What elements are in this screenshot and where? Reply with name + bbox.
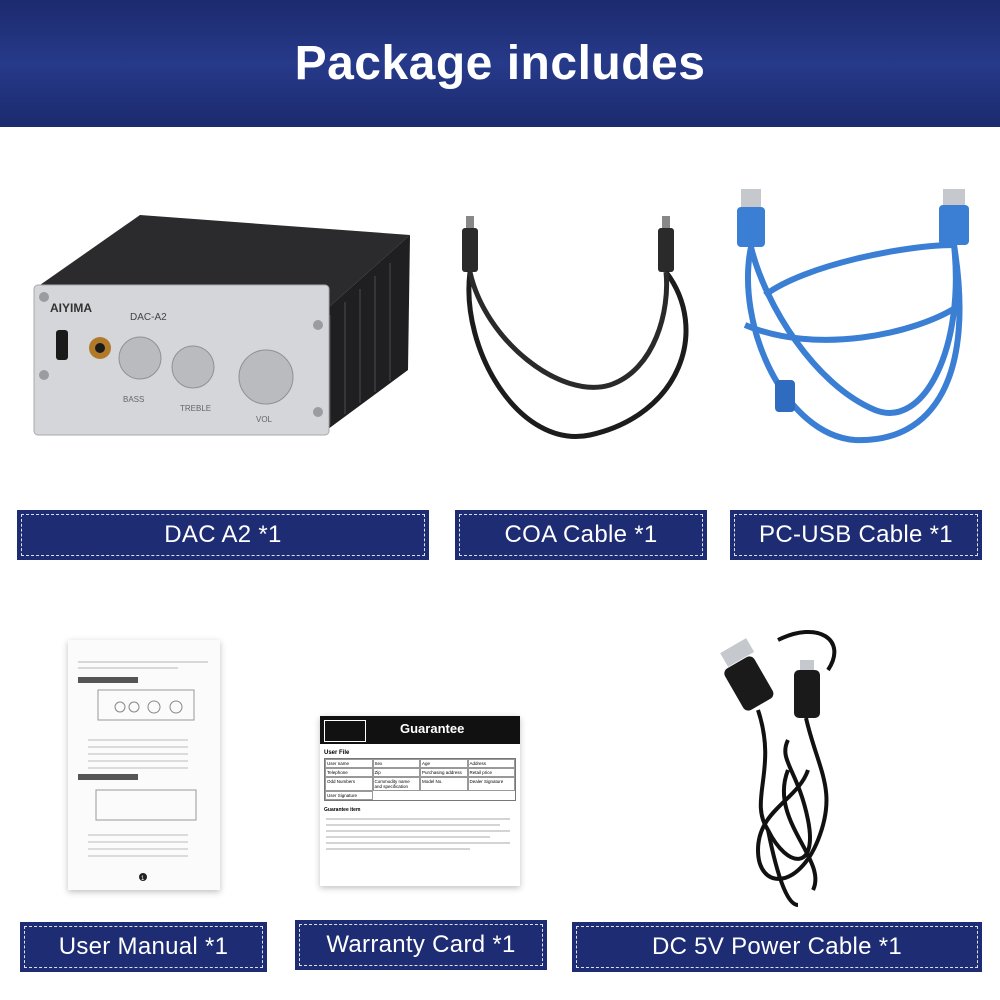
header-banner: Package includes — [0, 0, 1000, 127]
vol-knob-label: VOL — [256, 415, 273, 424]
form-field-label: Sex — [372, 759, 420, 768]
coa-cable-label: COA Cable *1 — [455, 510, 707, 560]
coa-cable-image — [440, 210, 710, 470]
page-title: Package includes — [294, 37, 706, 90]
dc-power-cable-image — [718, 620, 858, 910]
user-manual-image: 1 — [68, 640, 220, 890]
warranty-card-label: Warranty Card *1 — [295, 920, 547, 970]
form-field-label: Purchasing address — [420, 768, 468, 777]
form-field-label: Odd Numbers — [325, 777, 373, 791]
form-field-label: Address — [467, 759, 515, 768]
dac-model-text: DAC-A2 — [130, 312, 167, 323]
dac-a2-label-text: DAC A2 *1 — [164, 521, 282, 548]
dac-a2-image: AIYIMA DAC-A2 BASS TREBLE VOL — [20, 200, 420, 450]
warranty-form-grid: User name Sex Age Address Telephone Zip … — [324, 758, 516, 801]
warranty-card-label-text: Warranty Card *1 — [326, 931, 516, 958]
manual-page-number: 1 — [141, 876, 145, 882]
warranty-terms-heading: Guarantee item — [324, 807, 361, 813]
pc-usb-cable-label-text: PC-USB Cable *1 — [759, 521, 953, 548]
dc-power-cable-label-text: DC 5V Power Cable *1 — [651, 933, 903, 960]
user-manual-label: User Manual *1 — [20, 922, 267, 972]
user-manual-label-text: User Manual *1 — [58, 933, 229, 960]
form-field-label: Zip — [372, 768, 420, 777]
form-field-label: User name — [325, 759, 373, 768]
dac-a2-label: DAC A2 *1 — [17, 510, 429, 560]
treble-knob-label: TREBLE — [180, 404, 211, 413]
dac-brand-text: AIYIMA — [50, 301, 92, 315]
form-field-label: Commodity name and specification — [372, 777, 420, 791]
warranty-card-title: Guarantee — [400, 721, 465, 736]
coa-cable-label-text: COA Cable *1 — [504, 521, 658, 548]
warranty-terms-lines — [326, 818, 510, 850]
warranty-card-image: Guarantee User File User name Sex Age Ad… — [320, 716, 520, 886]
form-field-label: Retail price — [467, 768, 515, 777]
warranty-user-file-heading: User File — [324, 750, 350, 756]
form-field-label: Dealer Signature — [467, 777, 515, 791]
form-field-label: Model No. — [420, 777, 468, 791]
pc-usb-cable-image — [725, 185, 985, 465]
dc-power-cable-label: DC 5V Power Cable *1 — [572, 922, 982, 972]
form-field-label: Telephone — [325, 768, 373, 777]
form-field-label: User Signature — [325, 791, 373, 800]
form-field-label: Age — [420, 759, 468, 768]
warranty-card-header: Guarantee — [320, 716, 520, 744]
pc-usb-cable-label: PC-USB Cable *1 — [730, 510, 982, 560]
bass-knob-label: BASS — [123, 395, 144, 404]
